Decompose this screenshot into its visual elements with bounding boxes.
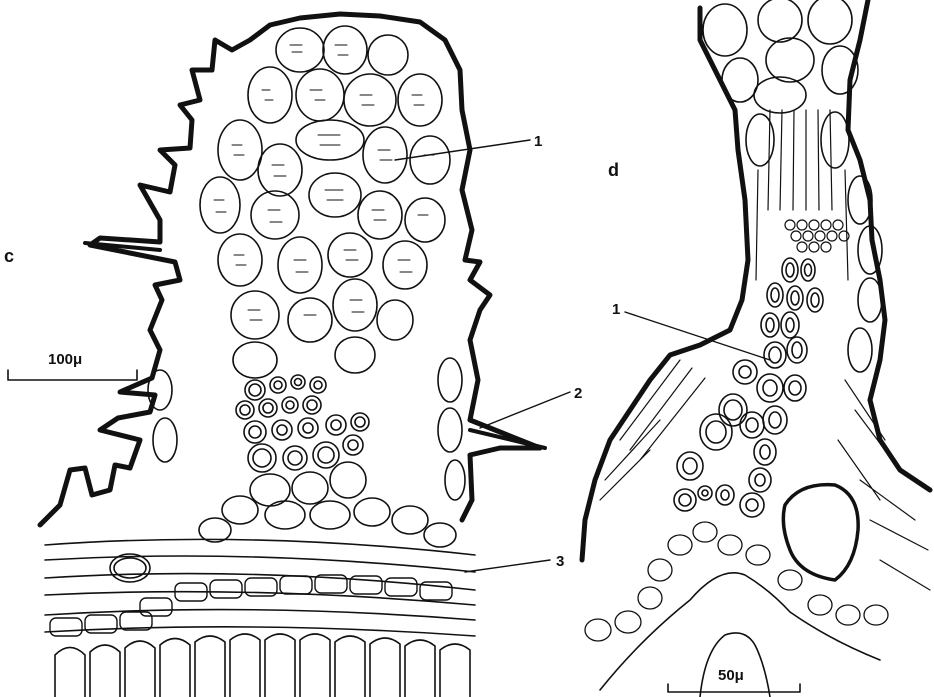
panel-c-palisade <box>55 634 470 697</box>
panel-d-vascular-bundle <box>674 258 823 517</box>
panel-d-scale-label: 50μ <box>718 667 744 684</box>
panel-d-stippled-cells <box>585 522 888 641</box>
panel-d-section: 50μ d 1 <box>582 0 930 697</box>
panel-c-scale-label: 100μ <box>48 351 82 368</box>
panel-d-top-cells <box>703 0 882 372</box>
panel-c-leaders <box>395 140 570 572</box>
panel-c-letter: c <box>4 246 14 266</box>
panel-d-letter: d <box>608 160 619 180</box>
panel-c-section: 100μ c 1 2 3 <box>4 14 582 697</box>
panel-c-scale-bar: 100μ <box>8 351 137 380</box>
panel-d-small-cells <box>785 220 849 252</box>
panel-d-large-cell <box>783 485 858 580</box>
panel-c-callout-1: 1 <box>534 133 542 150</box>
panel-c-vascular-bundle <box>236 375 369 472</box>
panel-c-epidermis <box>40 14 540 525</box>
panel-c-upper-cells <box>200 26 450 378</box>
panel-d-lobe <box>700 633 770 697</box>
panel-d-elongated-cells <box>756 110 848 280</box>
panel-c-callout-3: 3 <box>556 553 564 570</box>
panel-c-layers <box>45 539 475 636</box>
panel-d-scale-bar: 50μ <box>668 667 800 692</box>
leader-2 <box>480 392 570 428</box>
leader-3 <box>465 560 550 572</box>
panel-d-leader-1 <box>625 312 770 360</box>
panel-d-callout-1: 1 <box>612 301 620 318</box>
panel-c-callout-2: 2 <box>574 385 582 402</box>
